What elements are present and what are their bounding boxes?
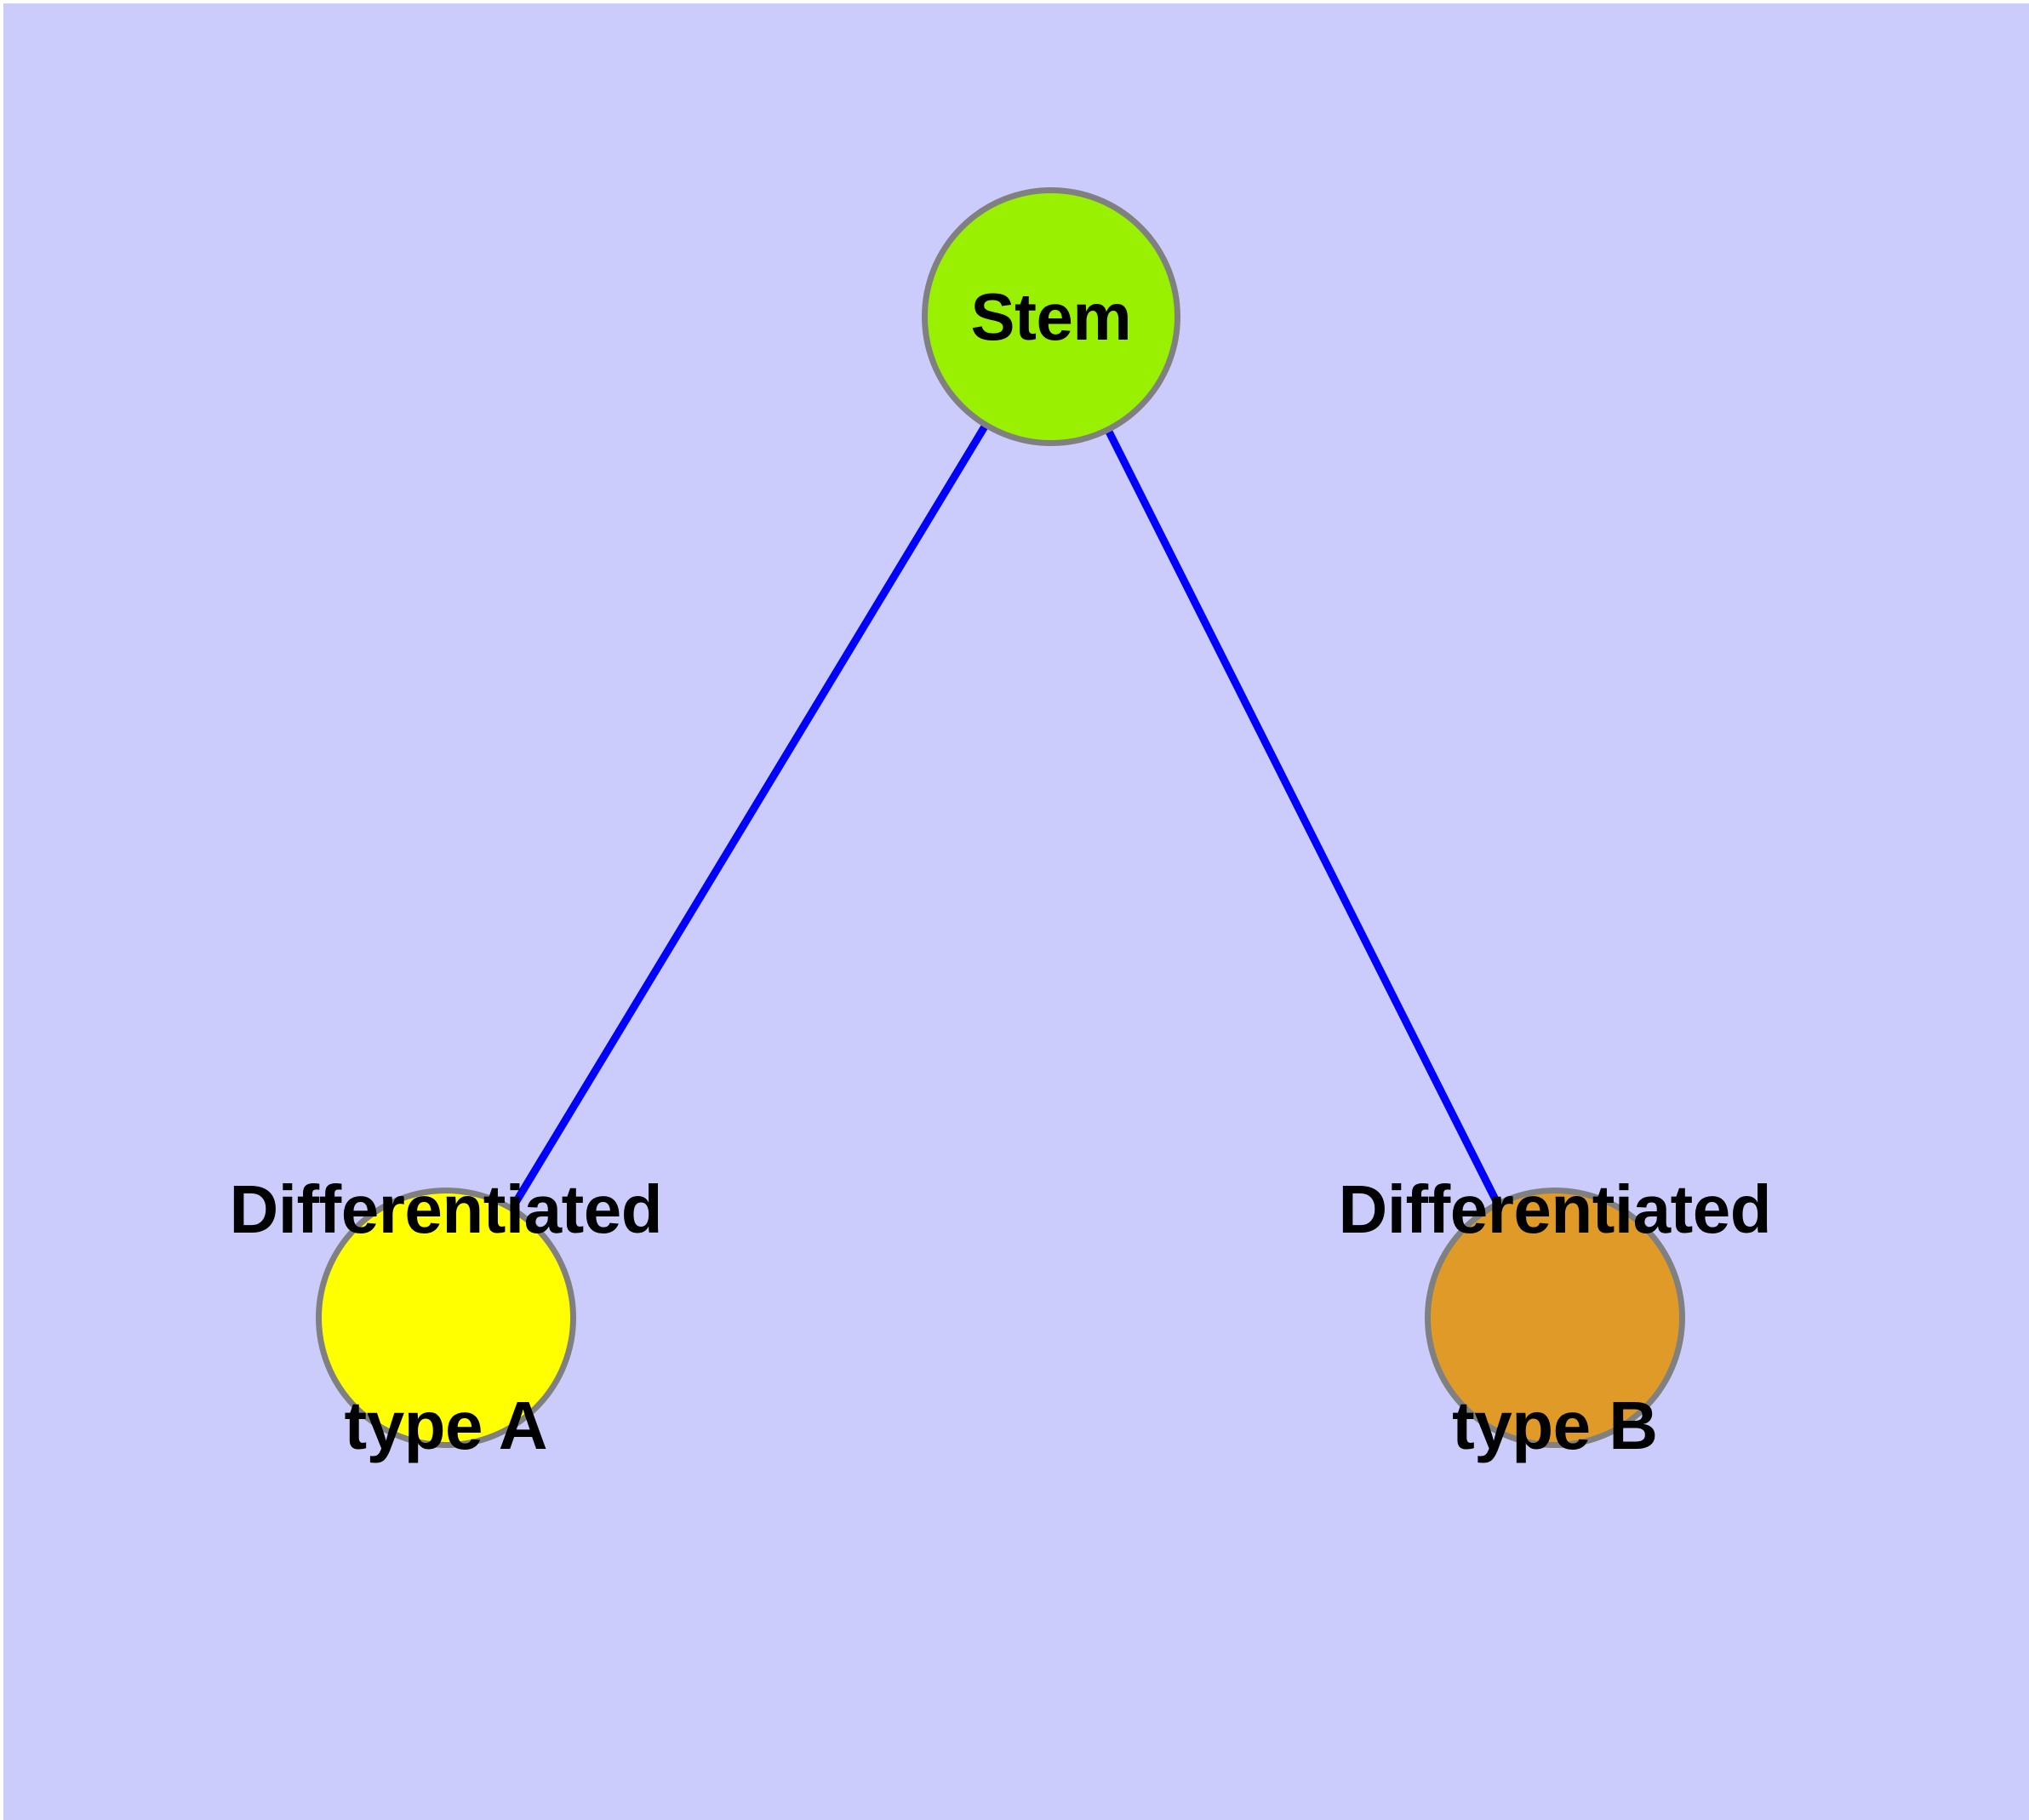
edge-stem-to-differentiated-b[interactable] (1105, 428, 1501, 1205)
node-differentiated-type-b[interactable] (1425, 1188, 1685, 1448)
node-layer (316, 187, 1685, 1448)
edge-layer (509, 424, 1501, 1210)
node-stem[interactable] (922, 187, 1180, 446)
edge-stem-to-differentiated-a[interactable] (509, 424, 989, 1210)
node-differentiated-type-a[interactable] (316, 1188, 576, 1448)
